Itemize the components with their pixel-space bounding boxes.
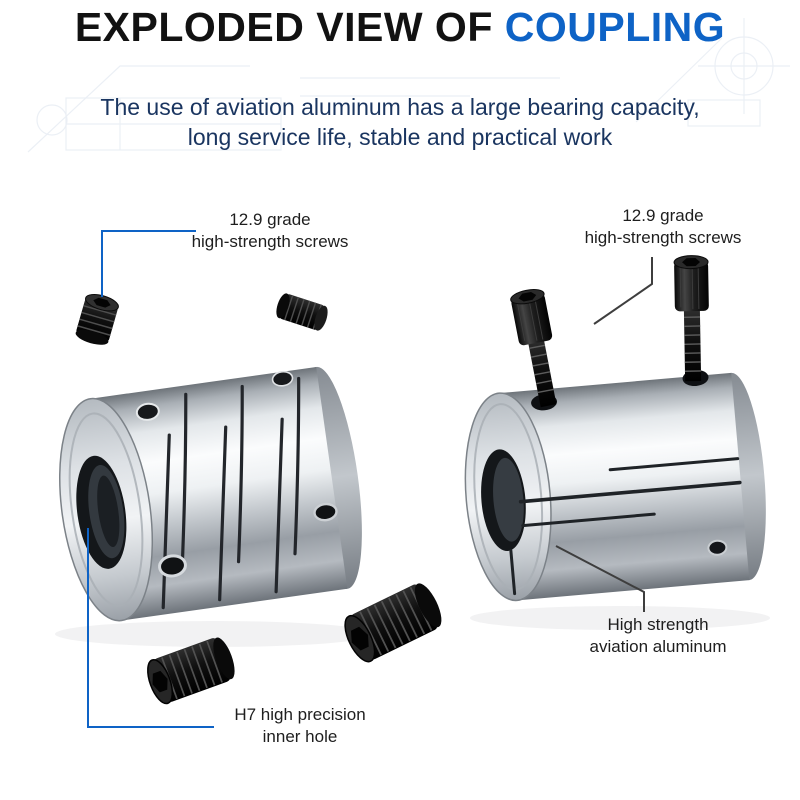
subtitle-line2: long service life, stable and practical … [187,124,613,151]
callout-left-screws: 12.9 grade high-strength screws [160,209,380,254]
right-coupling-photo [464,255,766,602]
subtitle-line1: The use of aviation aluminum has a large… [100,94,700,120]
right-coupling-body [499,372,750,601]
set-screw-bottom-center [344,583,442,663]
set-screw-top-right [276,293,328,331]
callout-right-screws-line1: 12.9 grade [622,206,704,225]
set-screw-top-left [75,293,119,345]
title-highlight: COUPLING [504,4,726,50]
hex-socket-icon [682,258,701,267]
cap-screw-right [673,255,709,382]
blueprint-watermark [27,18,790,153]
callout-left-screws-line2: high-strength screws [191,232,349,252]
cap-screw-left [510,289,557,408]
right-coupling-face-ring [473,403,544,591]
callout-aviation-aluminum: High strength aviation aluminum [558,614,758,659]
callout-aluminum-line1: High strength [607,615,709,634]
hex-socket-icon [93,297,111,308]
right-coupling-clamp-slits [509,457,742,596]
callout-right-screws: 12.9 grade high-strength screws [553,205,773,250]
hex-socket-icon [152,670,168,693]
leader-line-right-screws [593,257,653,325]
right-coupling-side-hole [707,539,728,556]
callout-aluminum-line2: aviation aluminum [589,637,727,657]
callout-inner-hole: H7 high precision inner hole [200,704,400,749]
leader-line-left-screws [101,230,196,297]
left-coupling-photo [58,366,362,622]
subtitle: The use of aviation aluminum has a large… [0,92,800,153]
hex-socket-icon [350,626,369,651]
leader-line-aluminum [555,545,645,612]
page-title: EXPLODED VIEW OF COUPLING [0,4,800,51]
leader-lines [87,230,653,728]
right-coupling-shadow [470,606,770,630]
leader-line-inner-hole [87,528,214,728]
left-coupling-shadow [55,621,375,647]
callout-inner-hole-line2: inner hole [262,727,338,747]
hex-socket-icon [518,291,537,302]
callout-inner-hole-line1: H7 high precision [234,705,366,724]
left-coupling-set-screw-holes [135,370,338,578]
set-screw-bottom-left [147,637,235,705]
callout-left-screws-line1: 12.9 grade [229,210,311,229]
left-coupling-helical-slits [161,376,301,610]
title-prefix: EXPLODED VIEW OF [74,4,505,50]
left-coupling-face-ring [68,412,144,607]
callout-right-screws-line2: high-strength screws [584,228,742,248]
